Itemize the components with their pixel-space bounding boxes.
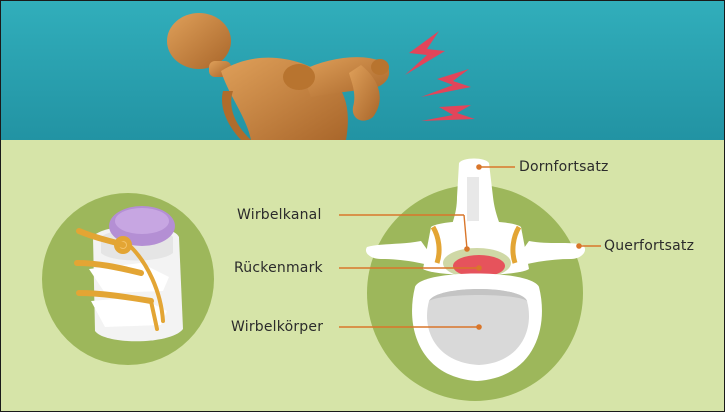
- label-dornfortsatz: Dornfortsatz: [519, 159, 609, 175]
- label-querfortsatz: Querfortsatz: [604, 238, 694, 254]
- banner-illustration: [1, 1, 724, 140]
- anatomy-panel: [1, 140, 724, 411]
- label-wirbelkoerper: Wirbelkörper: [231, 319, 323, 335]
- label-wirbelkanal: Wirbelkanal: [237, 207, 322, 223]
- label-rueckenmark: Rückenmark: [234, 260, 323, 276]
